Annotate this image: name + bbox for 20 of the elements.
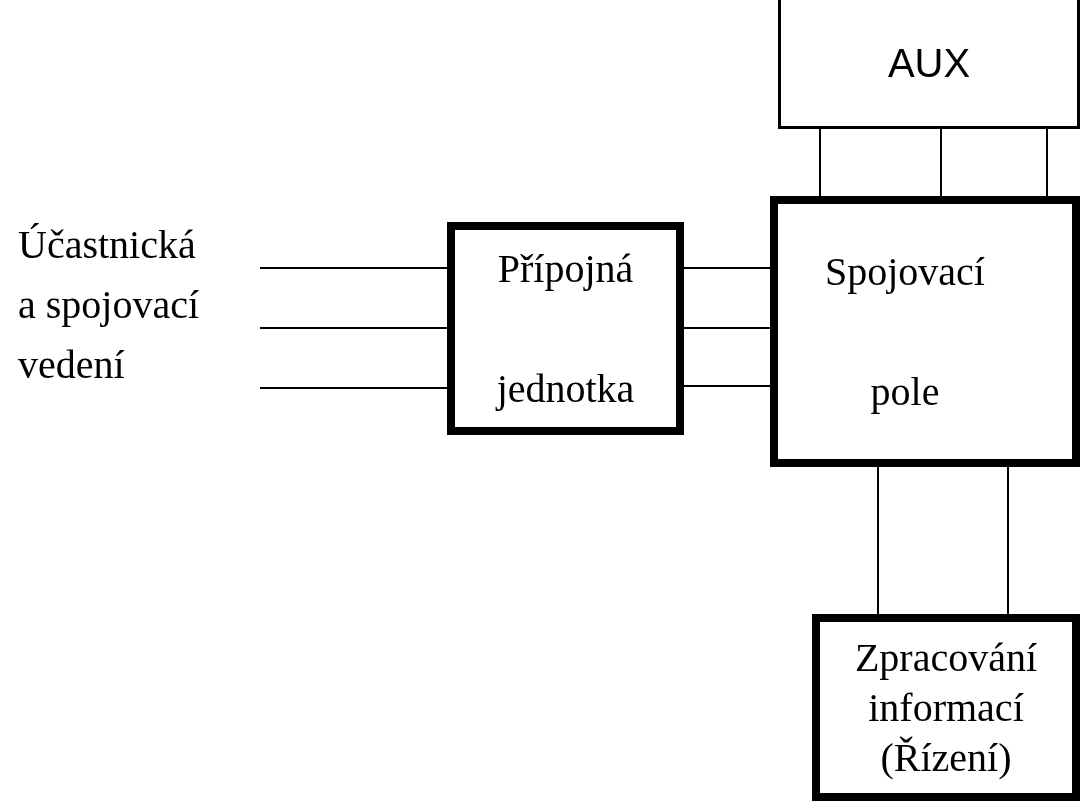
connector-line	[1007, 466, 1009, 615]
box-label: AUX	[886, 40, 972, 87]
box-label: Zpracování informací (Řízení)	[853, 633, 1039, 782]
connector-line	[1046, 128, 1048, 197]
connector-line	[683, 327, 771, 329]
line-group-label: Účastnická a spojovací vedení	[18, 221, 201, 389]
process-box	[778, 0, 1080, 129]
process-box	[770, 196, 1080, 467]
connector-line	[683, 267, 771, 269]
connector-line	[259, 387, 448, 389]
connector-line	[940, 128, 942, 197]
process-box	[447, 222, 684, 435]
box-label: Spojovací pole	[824, 247, 986, 416]
box-label: Přípojná jednotka	[494, 244, 636, 413]
connector-line	[683, 385, 771, 387]
connector-line	[259, 327, 448, 329]
connector-line	[259, 267, 448, 269]
connector-line	[819, 128, 821, 197]
connector-line	[877, 466, 879, 615]
process-box	[812, 614, 1080, 801]
